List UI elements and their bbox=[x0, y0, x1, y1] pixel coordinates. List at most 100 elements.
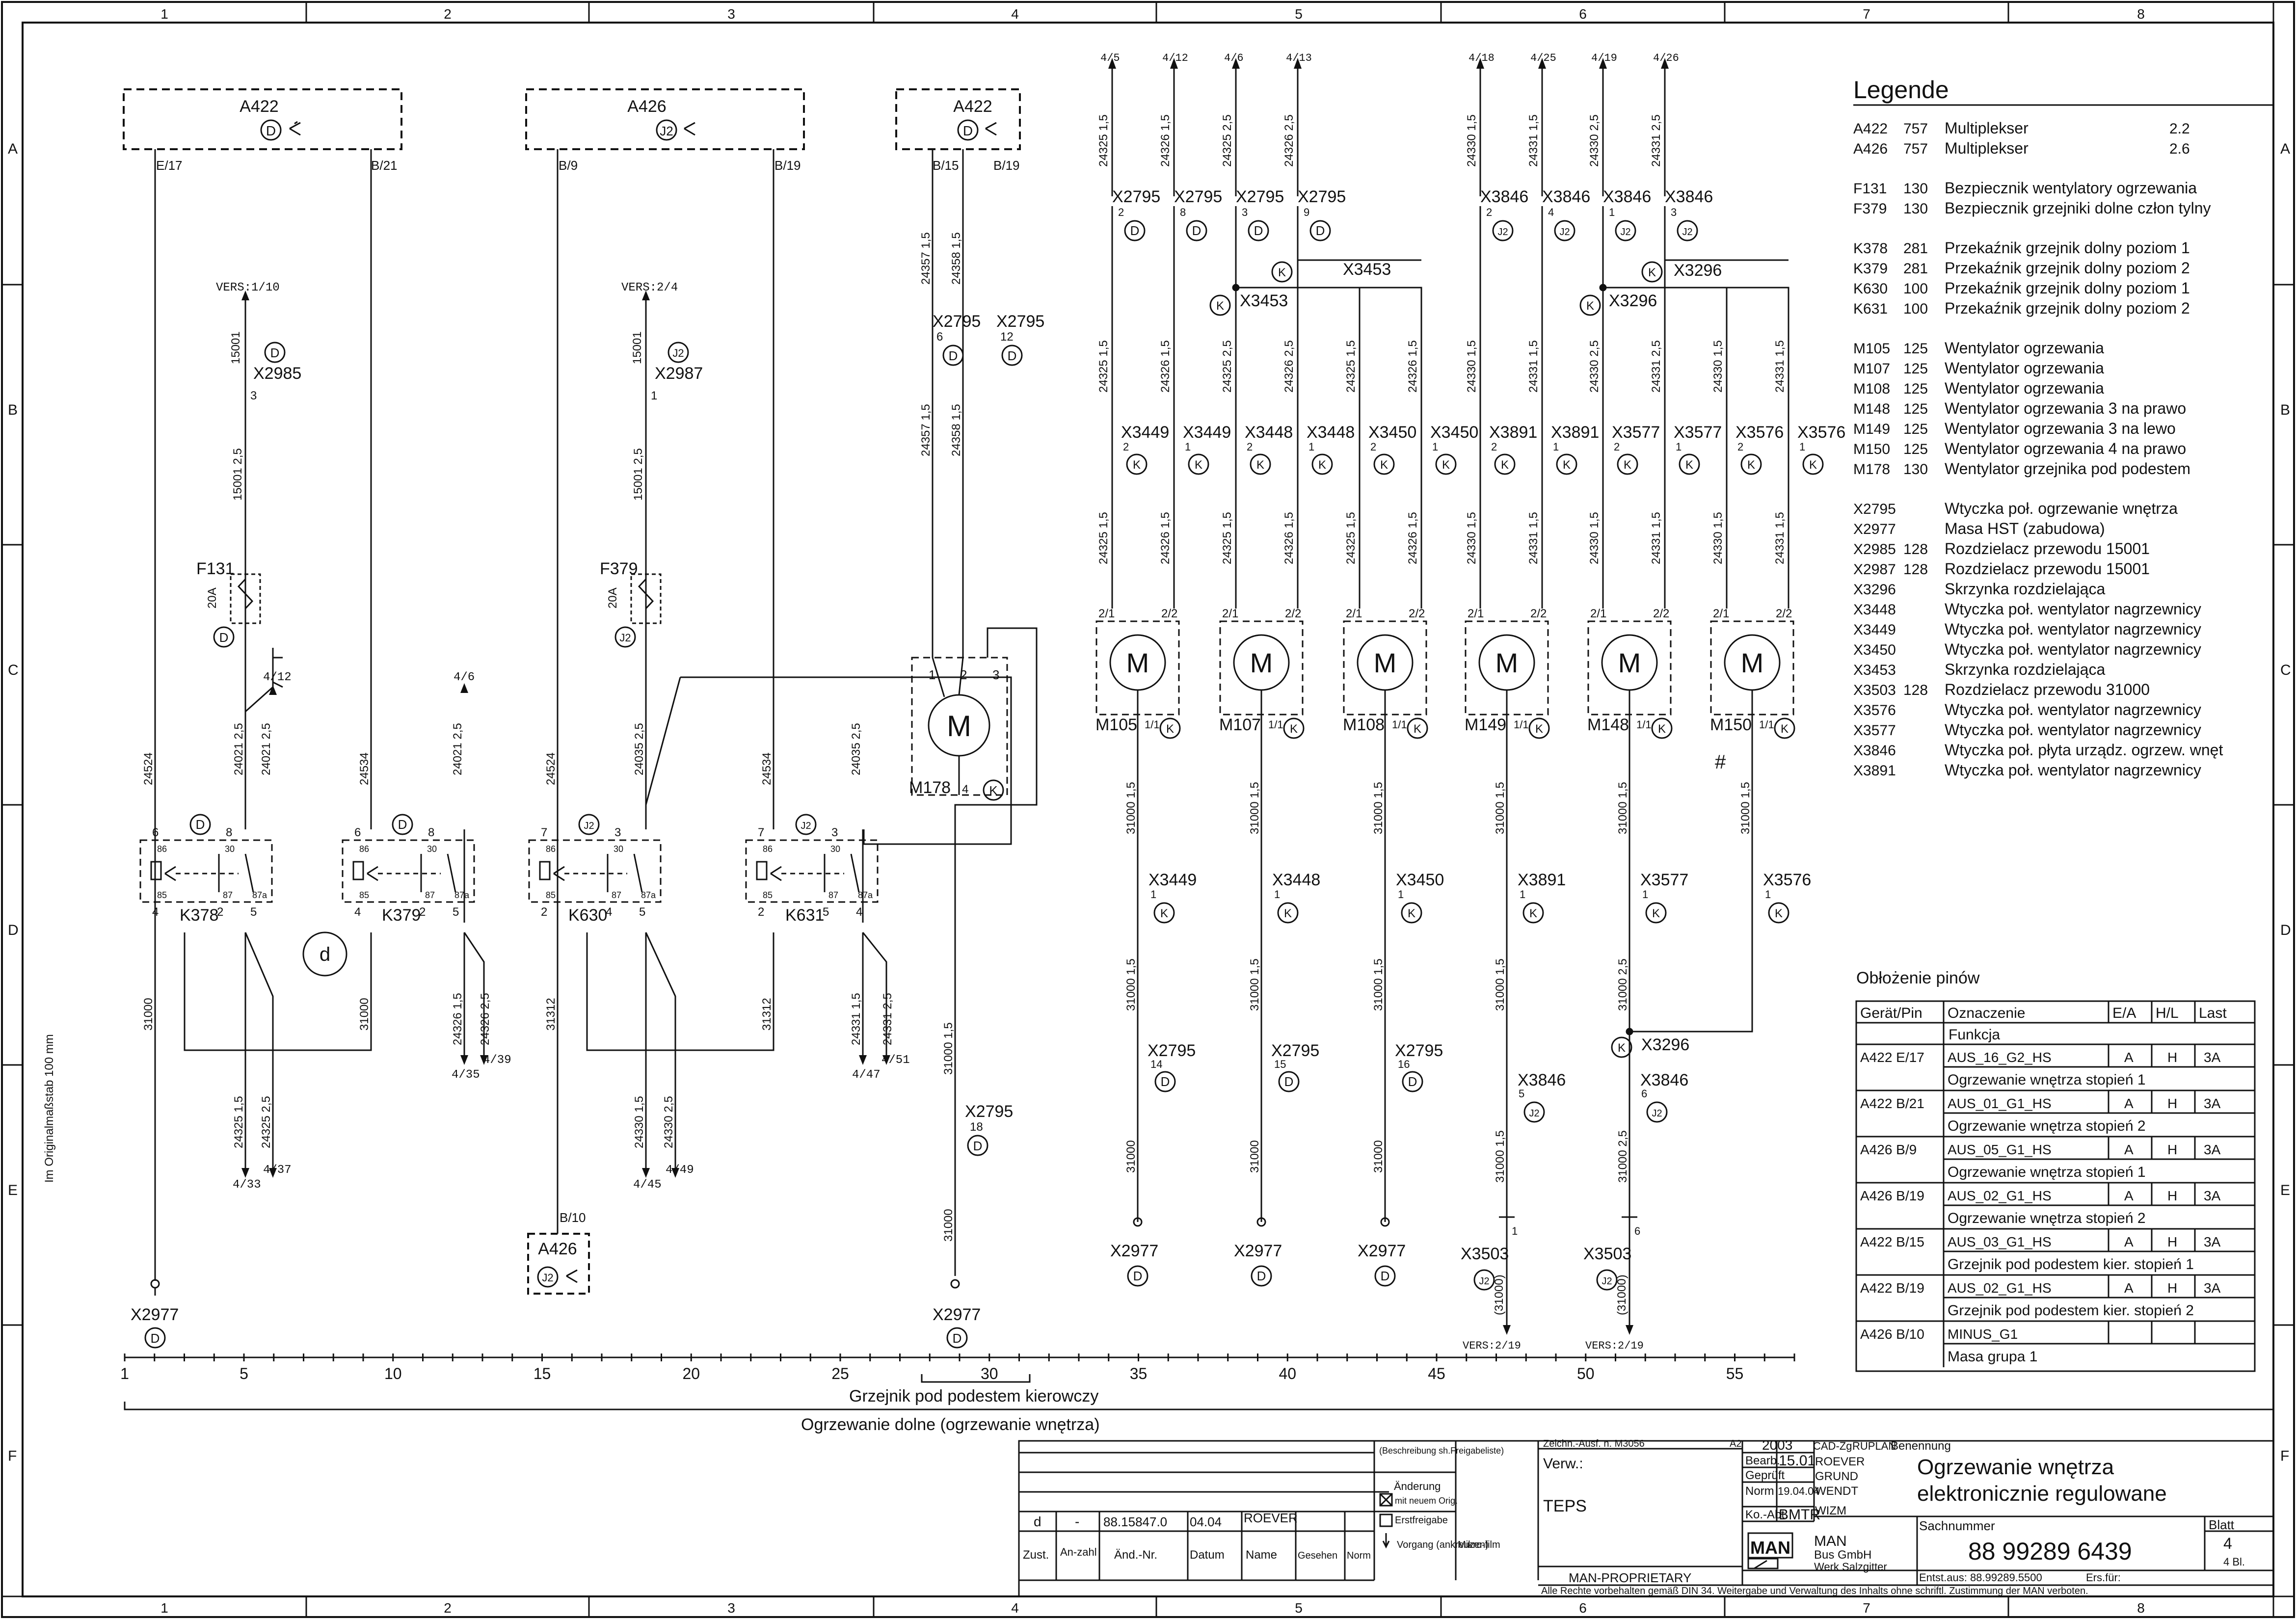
schematic-label: 2/2 bbox=[1776, 607, 1792, 620]
schematic-label: VERS:2/19 bbox=[1463, 1340, 1521, 1352]
schematic-label: 4/6 bbox=[454, 671, 475, 684]
schematic-label: 24330 2,5 bbox=[1588, 340, 1601, 393]
schematic-label: X3891 bbox=[1489, 423, 1537, 442]
schematic-label: 4 bbox=[2223, 1535, 2232, 1552]
schematic-label: 1 bbox=[1642, 888, 1648, 901]
schematic-label: X3296 bbox=[1674, 261, 1722, 280]
schematic-label: 24524 bbox=[142, 752, 155, 785]
schematic-label: 2 bbox=[1247, 441, 1253, 453]
schematic-label: 2 bbox=[1737, 441, 1743, 453]
schematic-label: 24330 1,5 bbox=[1465, 114, 1478, 167]
schematic-label: 2/2 bbox=[1409, 607, 1425, 620]
schematic-label: 1 bbox=[1676, 441, 1682, 453]
schematic-label: 4/39 bbox=[483, 1054, 511, 1067]
schematic-label: MAN bbox=[1750, 1538, 1790, 1558]
schematic-label: AUS_02_G1_HS bbox=[1948, 1280, 2052, 1296]
schematic-label: D bbox=[1008, 348, 1017, 363]
schematic-label: 45 bbox=[1428, 1365, 1445, 1382]
schematic-label: 757 bbox=[1903, 121, 1928, 137]
schematic-label: 31000 1,5 bbox=[1372, 782, 1385, 834]
schematic-label: Skrzynka rozdzielająca bbox=[1945, 661, 2105, 678]
schematic-label: 31000 bbox=[142, 998, 155, 1031]
schematic-label: Wtyczka poł. wentylator nagrzewnicy bbox=[1945, 640, 2201, 658]
row-marker-left: F bbox=[8, 1448, 17, 1464]
schematic-label: Wentylator ogrzewania 3 na lewo bbox=[1945, 420, 2176, 437]
schematic-label: Wtyczka poł. wentylator nagrzewnicy bbox=[1945, 721, 2201, 739]
schematic-label: 30 bbox=[830, 844, 840, 854]
schematic-label: 2/2 bbox=[1653, 607, 1669, 620]
schematic-label: 24021 2,5 bbox=[451, 723, 464, 775]
schematic-label: D bbox=[1254, 223, 1263, 238]
schematic-label: 24021 2,5 bbox=[232, 723, 245, 775]
schematic-label: Skrzynka rozdzielająca bbox=[1945, 580, 2105, 598]
schematic-label: X3296 bbox=[1853, 582, 1896, 598]
schematic-label: A426 B/10 bbox=[1860, 1327, 1924, 1342]
schematic-label: Alle Rechte vorbehalten gemäß DIN 34. We… bbox=[1541, 1586, 2088, 1596]
schematic-label: Wtyczka poł. wentylator nagrzewnicy bbox=[1945, 761, 2201, 779]
schematic-label: Last bbox=[2199, 1005, 2227, 1021]
schematic-label: X2977 bbox=[1358, 1242, 1406, 1260]
schematic-label: 4/26 bbox=[1653, 52, 1679, 64]
row-marker-right: E bbox=[2280, 1182, 2290, 1198]
schematic-label: K bbox=[1781, 722, 1789, 736]
schematic-label: Norm bbox=[1347, 1550, 1371, 1561]
schematic-label: 2003 bbox=[1762, 1437, 1792, 1453]
schematic-label: X2795 bbox=[1174, 187, 1222, 206]
schematic-label: 2/2 bbox=[1285, 607, 1301, 620]
schematic-label: K378 bbox=[180, 906, 218, 925]
schematic-label: K bbox=[1648, 266, 1656, 279]
schematic-label: 1 bbox=[651, 389, 657, 402]
schematic-label: 2 bbox=[541, 905, 547, 919]
column-marker-bottom: 2 bbox=[444, 1600, 452, 1616]
schematic-label: X3449 bbox=[1121, 423, 1169, 442]
schematic-label: B/10 bbox=[560, 1210, 586, 1225]
schematic-label: 24325 1,5 bbox=[1097, 114, 1110, 167]
schematic-label: Erstfreigabe bbox=[1395, 1515, 1448, 1526]
schematic-label: 24035 2,5 bbox=[850, 723, 863, 775]
schematic-label: X3453 bbox=[1240, 292, 1288, 310]
schematic-label: 31000 1,5 bbox=[1124, 782, 1138, 834]
schematic-label: 24534 bbox=[358, 752, 371, 785]
schematic-label: K bbox=[1747, 458, 1755, 472]
schematic-label: 2 bbox=[1123, 441, 1129, 453]
schematic-label: X3577 bbox=[1612, 423, 1660, 442]
schematic-label: 5 bbox=[823, 905, 829, 919]
schematic-label: MAN bbox=[1814, 1533, 1847, 1549]
schematic-label: A bbox=[2124, 1096, 2134, 1111]
schematic-label: 2 bbox=[960, 667, 967, 682]
schematic-label: E/A bbox=[2112, 1005, 2136, 1021]
schematic-label: Name bbox=[1246, 1548, 1277, 1562]
schematic-label: A422 B/15 bbox=[1860, 1234, 1924, 1249]
schematic-label: J2 bbox=[1497, 227, 1508, 238]
schematic-label: K bbox=[1195, 458, 1202, 472]
schematic-label: 5 bbox=[240, 1365, 248, 1382]
schematic-label: 24330 1,5 bbox=[1588, 512, 1601, 564]
schematic-label: X2795 bbox=[1236, 187, 1284, 206]
schematic-label: 4/19 bbox=[1591, 52, 1617, 64]
schematic-label: Werk Salzgitter bbox=[1814, 1561, 1887, 1573]
schematic-label: B/19 bbox=[993, 158, 1020, 173]
schematic-label: Multiplekser bbox=[1945, 139, 2029, 157]
schematic-label: X2795 bbox=[1395, 1041, 1443, 1060]
schematic-label: 24326 2,5 bbox=[1282, 340, 1296, 393]
schematic-label: X3576 bbox=[1853, 702, 1896, 718]
schematic-label: ROEVER bbox=[1244, 1511, 1298, 1525]
schematic-label: K bbox=[989, 783, 998, 798]
schematic-label: 2/2 bbox=[1530, 607, 1547, 620]
schematic-label: 24035 2,5 bbox=[633, 723, 646, 775]
schematic-label: 5 bbox=[453, 905, 459, 919]
schematic-label: 2.2 bbox=[2169, 121, 2190, 137]
schematic-label: 2 bbox=[419, 905, 426, 919]
